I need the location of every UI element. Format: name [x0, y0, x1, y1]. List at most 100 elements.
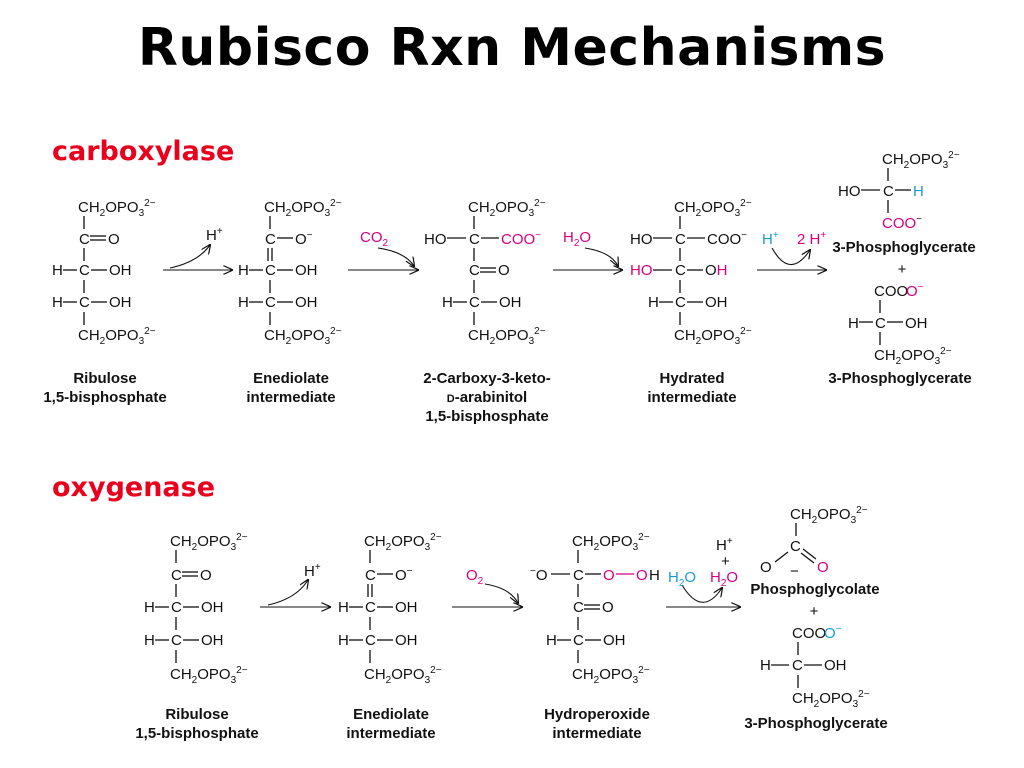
svg-text:C: C	[883, 183, 894, 200]
svg-text:CH2OPO32−: CH2OPO32−	[882, 150, 960, 171]
svg-text:CH2OPO32−: CH2OPO32−	[78, 326, 156, 347]
svg-text:COO: COO	[792, 625, 826, 642]
svg-text:C: C	[875, 315, 886, 332]
svg-text:C: C	[469, 262, 480, 279]
svg-text:H2O: H2O	[563, 229, 591, 249]
svg-text:OH: OH	[201, 632, 224, 649]
svg-text:H: H	[546, 632, 557, 649]
enediolate-structure-1: CH2OPO32− C O− H C OH H C OH CH2OPO32− E…	[238, 198, 342, 406]
reaction-arrow-cleavage-1: H+ 2 H+	[757, 230, 826, 270]
svg-text:C: C	[265, 231, 276, 248]
ribulose-label-2: 1,5-bisphosphate	[43, 389, 166, 406]
svg-text:CH2OPO32−: CH2OPO32−	[364, 532, 442, 553]
svg-text:H+: H+	[762, 230, 779, 248]
svg-text:CH2OPO32−: CH2OPO32−	[790, 505, 868, 526]
svg-text:OH: OH	[705, 262, 728, 279]
svg-text:O: O	[760, 559, 772, 576]
svg-text:O: O	[817, 559, 829, 576]
svg-text:H: H	[848, 315, 859, 332]
svg-text:H: H	[338, 632, 349, 649]
svg-text:C: C	[171, 599, 182, 616]
svg-text:C: C	[573, 567, 584, 584]
svg-text:2 H+: 2 H+	[797, 230, 826, 248]
phosphoglycerate-oxy-structure: COO O− H C OH CH2OPO32− 3-Phosphoglycera…	[744, 624, 887, 732]
svg-text:CH2OPO32−: CH2OPO32−	[364, 665, 442, 686]
reaction-arrow-proton-1: H+	[163, 226, 232, 270]
reaction-arrow-water-1: H2O	[553, 229, 622, 270]
svg-text:OH: OH	[705, 294, 728, 311]
svg-text:COO: COO	[874, 283, 908, 300]
svg-text:C: C	[573, 599, 584, 616]
enediolate-label-oxy-1: Enediolate	[353, 706, 429, 723]
svg-text:C: C	[171, 632, 182, 649]
svg-text:C: C	[573, 632, 584, 649]
svg-text:C: C	[79, 231, 90, 248]
page-title: Rubisco Rxn Mechanisms	[137, 18, 887, 78]
svg-text:−O: −O	[530, 566, 548, 584]
phosphoglycerate-top-structure: CH2OPO32− HO C H COO− 3-Phosphoglycerate…	[832, 150, 975, 278]
svg-text:OH: OH	[824, 657, 847, 674]
svg-text:C: C	[79, 294, 90, 311]
svg-text:CH2OPO32−: CH2OPO32−	[170, 665, 248, 686]
svg-text:C: C	[469, 294, 480, 311]
hydroperoxide-structure: CH2OPO32− −O C O O H C O H C OH CH2OPO32…	[530, 532, 660, 742]
svg-text:CH2OPO32−: CH2OPO32−	[264, 326, 342, 347]
oxygenase-heading: oxygenase	[52, 472, 216, 503]
svg-text:O: O	[200, 567, 212, 584]
svg-text:H: H	[648, 294, 659, 311]
svg-text:C: C	[265, 262, 276, 279]
ckab-label-1: 2-Carboxy-3-keto-	[423, 370, 551, 387]
ribulose-label-oxy-2: 1,5-bisphosphate	[135, 725, 258, 742]
svg-text:OH: OH	[109, 262, 132, 279]
svg-text:HO: HO	[630, 262, 653, 279]
ckab-label-3: 1,5-bisphosphate	[425, 408, 548, 425]
svg-text:CH2OPO32−: CH2OPO32−	[572, 532, 650, 553]
svg-text:CH2OPO32−: CH2OPO32−	[468, 326, 546, 347]
svg-text:H: H	[238, 294, 249, 311]
svg-text:COO−: COO−	[501, 230, 541, 248]
svg-text:C: C	[675, 262, 686, 279]
svg-text:O: O	[108, 231, 120, 248]
ribulose-bisphosphate-structure-2: CH2OPO32− C O H C OH H C OH CH2OPO32− Ri…	[135, 532, 258, 742]
ckab-label-2: D-arabinitol	[447, 389, 527, 406]
svg-text:H: H	[144, 632, 155, 649]
svg-text:H+: H+	[304, 562, 321, 580]
hydroperoxide-label-2: intermediate	[552, 725, 641, 742]
phosphoglycolate-structure: CH2OPO32− C O − O Phosphoglycolate +	[750, 505, 879, 620]
reaction-arrow-cleavage-2: H2O H+ + H2O	[666, 536, 740, 607]
svg-text:C: C	[469, 231, 480, 248]
svg-text:O−: O−	[824, 624, 842, 642]
svg-text:OH: OH	[109, 294, 132, 311]
svg-text:H: H	[338, 599, 349, 616]
svg-text:O2: O2	[466, 567, 484, 587]
svg-text:H: H	[760, 657, 771, 674]
hydroperoxide-label-1: Hydroperoxide	[544, 706, 650, 723]
carboxylase-heading: carboxylase	[52, 136, 235, 167]
enediolate-label-1: Enediolate	[253, 370, 329, 387]
svg-text:OH: OH	[295, 294, 318, 311]
pga-label-oxy: 3-Phosphoglycerate	[744, 715, 887, 732]
phosphoglycolate-label: Phosphoglycolate	[750, 581, 879, 598]
reaction-arrow-co2: CO2	[348, 229, 418, 270]
svg-text:OH: OH	[395, 632, 418, 649]
svg-text:O: O	[498, 262, 510, 279]
svg-text:H: H	[442, 294, 453, 311]
svg-text:COO−: COO−	[707, 230, 747, 248]
ribulose-label-oxy-1: Ribulose	[165, 706, 228, 723]
svg-text:+: +	[810, 603, 819, 620]
svg-text:O−: O−	[395, 566, 413, 584]
svg-text:O: O	[603, 567, 615, 584]
pga-label-top: 3-Phosphoglycerate	[832, 239, 975, 256]
svg-text:CH2OPO32−: CH2OPO32−	[468, 198, 546, 219]
ribulose-bisphosphate-structure-1: CH2OPO32− C O H C OH H C OH CH2OPO32− Ri…	[43, 198, 166, 406]
svg-text:CH2OPO32−: CH2OPO32−	[674, 198, 752, 219]
phosphoglycerate-bottom-structure: COO O− H C OH CH2OPO32− 3-Phosphoglycera…	[828, 282, 971, 387]
hydrated-label-1: Hydrated	[659, 370, 724, 387]
hydrated-intermediate-structure: CH2OPO32− HO C COO− HO C OH H C OH CH2OP…	[630, 198, 752, 406]
svg-text:H2O: H2O	[668, 569, 696, 589]
svg-text:OH: OH	[295, 262, 318, 279]
svg-text:C: C	[365, 567, 376, 584]
svg-text:H+: H+	[716, 536, 733, 554]
svg-text:+: +	[898, 261, 907, 278]
svg-text:C: C	[265, 294, 276, 311]
